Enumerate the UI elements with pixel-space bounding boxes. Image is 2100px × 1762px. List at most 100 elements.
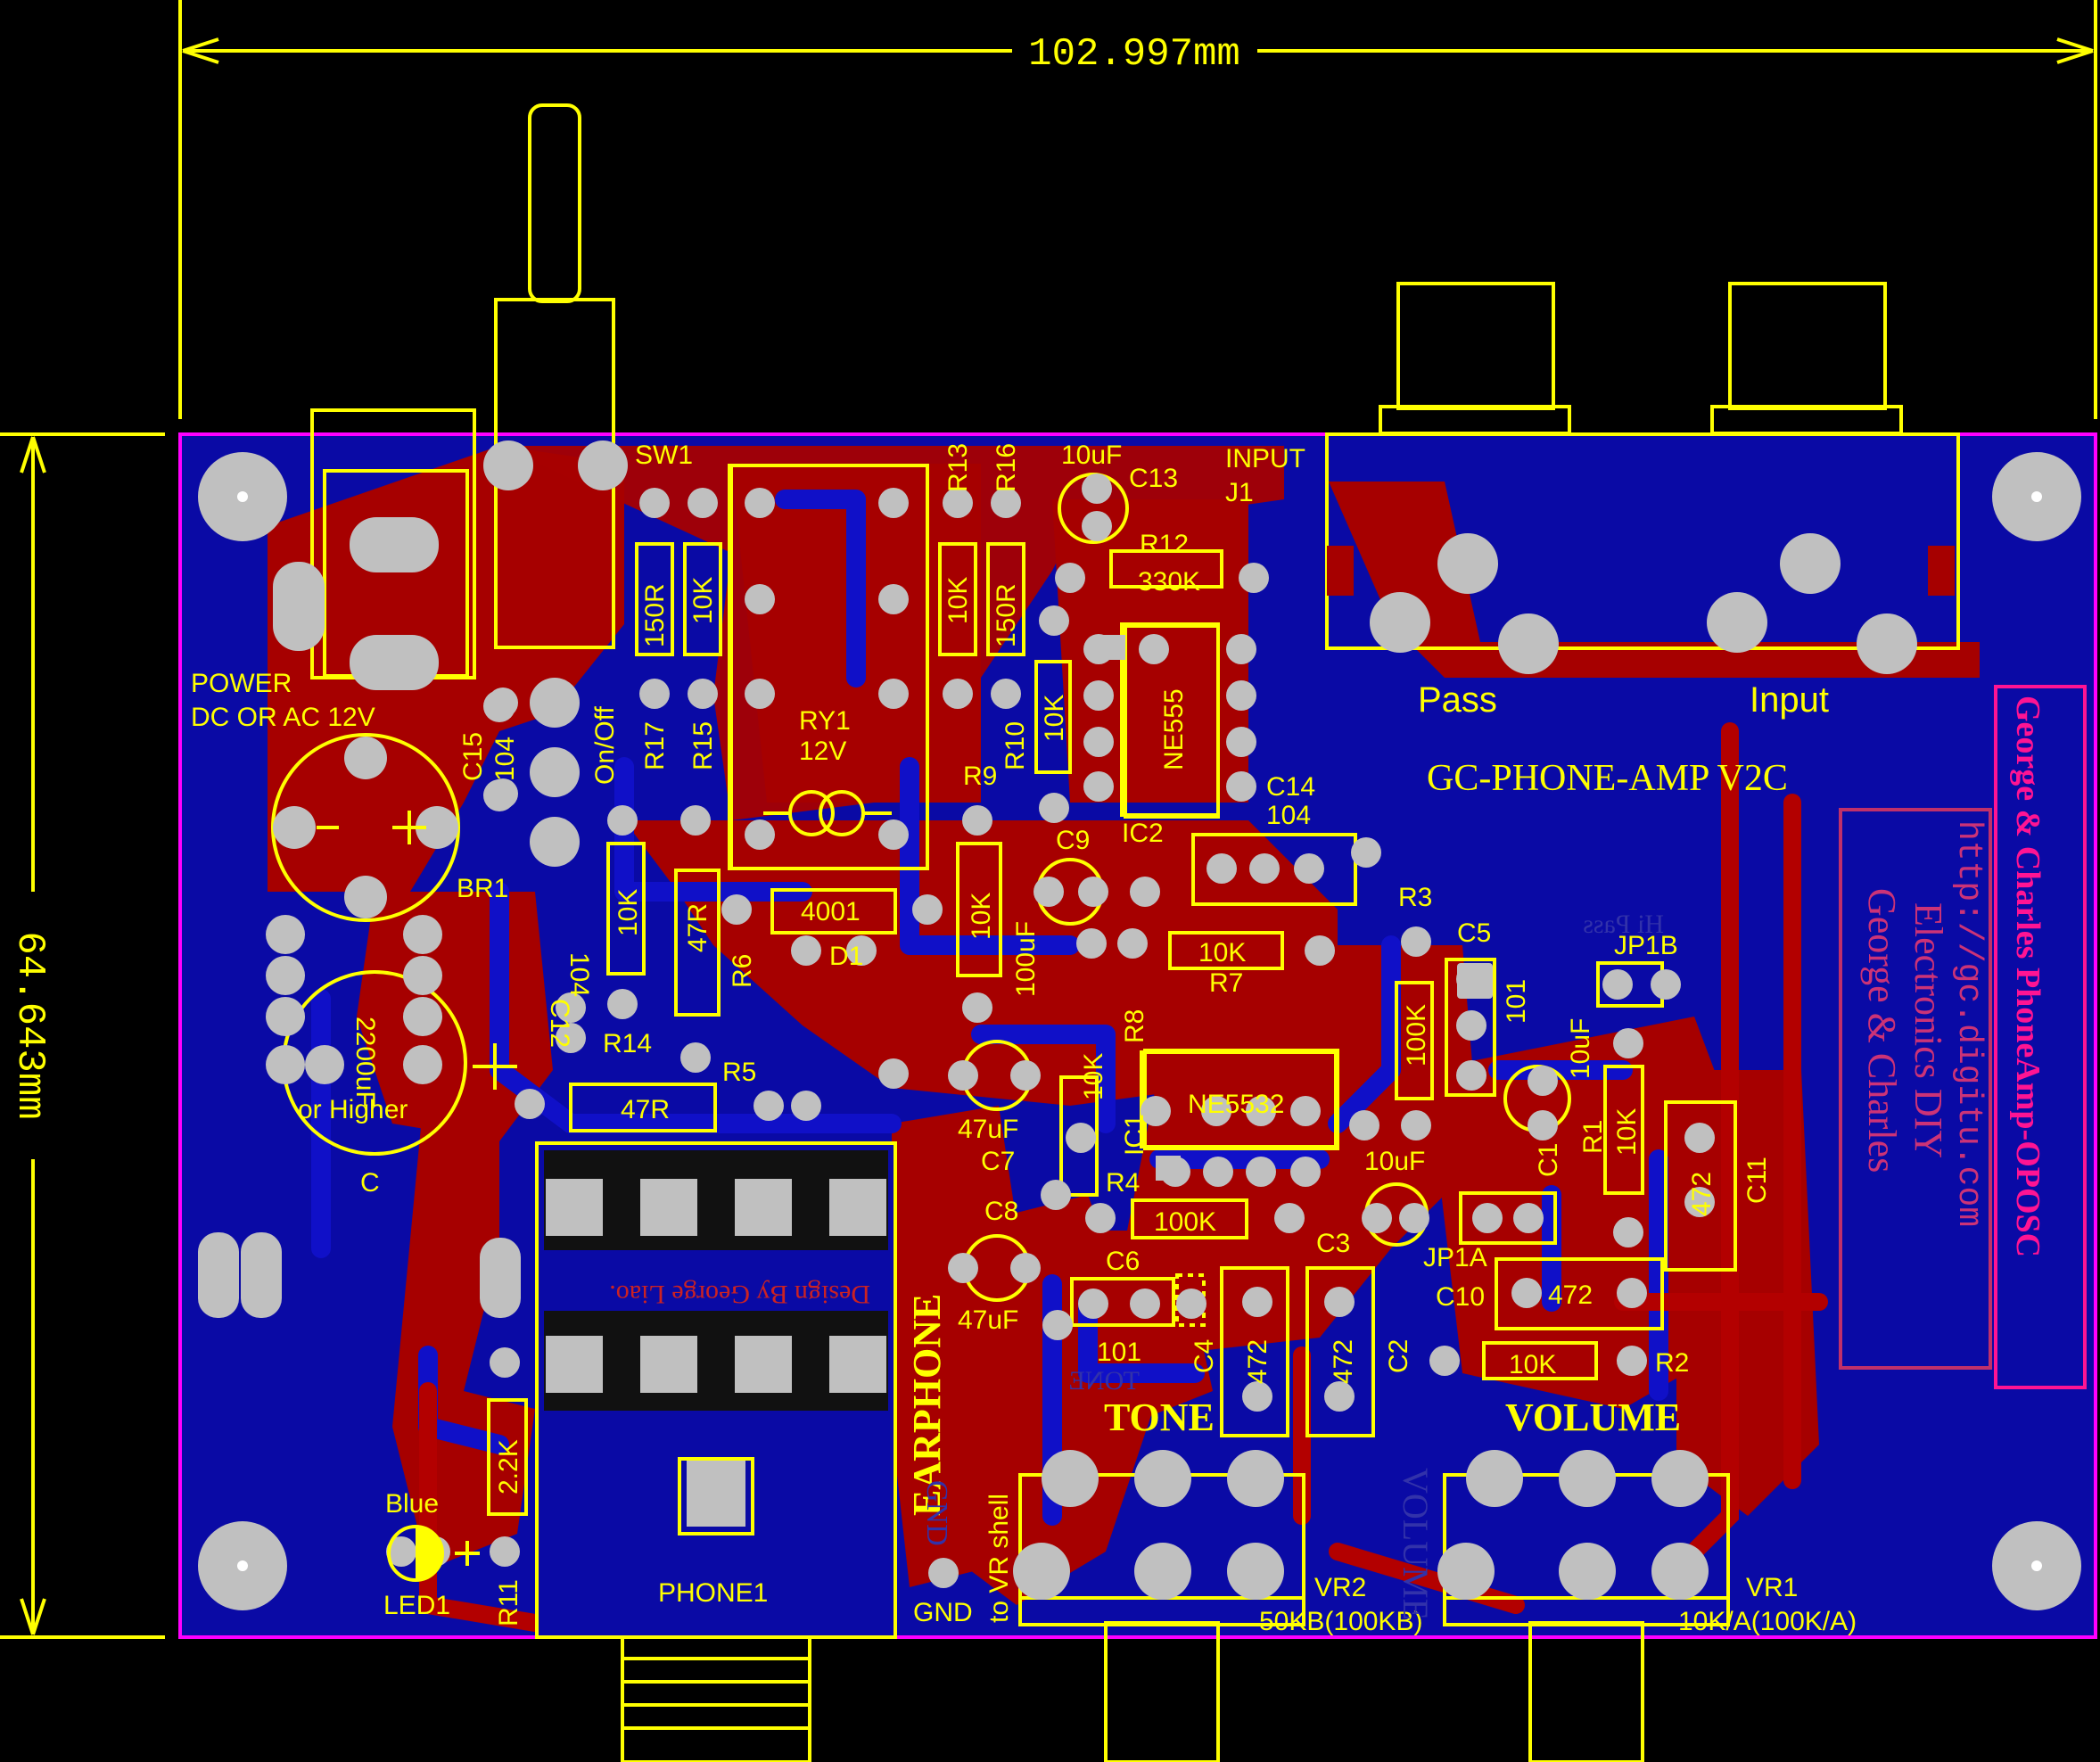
r16-value: 150R bbox=[992, 583, 1021, 647]
r6-label: R6 bbox=[728, 954, 757, 988]
c10-value: 472 bbox=[1548, 1280, 1593, 1310]
c14-label: C14 bbox=[1266, 772, 1315, 802]
ry1-value: 12V bbox=[799, 737, 846, 766]
main-capacitor-plus bbox=[473, 1043, 517, 1090]
power-label-2: DC OR AC 12V bbox=[191, 703, 375, 732]
c15-value: 104 bbox=[490, 737, 520, 781]
volume-label: VOLUME bbox=[1505, 1396, 1681, 1439]
vr1-value: 10K/A(100K/A) bbox=[1678, 1607, 1857, 1636]
dimension-lines bbox=[0, 0, 2097, 1639]
r15-label: R15 bbox=[688, 721, 718, 770]
c8-label: C8 bbox=[984, 1197, 1018, 1226]
switch-pads bbox=[483, 440, 628, 867]
bridge-pads bbox=[273, 737, 458, 918]
phone1-pads bbox=[546, 1179, 886, 1527]
c15-label: C15 bbox=[458, 732, 488, 781]
r12-label: R12 bbox=[1140, 530, 1189, 559]
r16-label: R16 bbox=[992, 443, 1021, 492]
main-cap-value-1: 2200uF bbox=[350, 1017, 380, 1107]
c5-label: C5 bbox=[1457, 918, 1491, 948]
main-cap-value-2: or Higher bbox=[298, 1095, 408, 1124]
input-jack-outline bbox=[1325, 282, 1960, 650]
r1-value: 10K bbox=[1612, 1108, 1642, 1156]
jp1a-label: JP1A bbox=[1423, 1243, 1487, 1272]
c4-label: C4 bbox=[1190, 1339, 1219, 1373]
phone1-center-pad-outline bbox=[678, 1457, 754, 1536]
jack-pad-left bbox=[1327, 546, 1354, 596]
c11-value: 472 bbox=[1687, 1172, 1717, 1216]
board-title: GC-PHONE-AMP V2C bbox=[1427, 758, 1788, 799]
r17-label: R17 bbox=[640, 721, 670, 770]
board-outline bbox=[178, 432, 2097, 1639]
r6-value: 47R bbox=[683, 903, 712, 952]
led1-flat-side bbox=[416, 1527, 442, 1580]
ic1-label: IC1 bbox=[1120, 1114, 1149, 1156]
r3-label: R3 bbox=[1398, 883, 1432, 912]
oval-pads bbox=[198, 635, 1493, 1318]
vr1-label: VR1 bbox=[1746, 1573, 1798, 1602]
main-cap-label: C bbox=[360, 1168, 380, 1198]
width-dimension: 102.997mm bbox=[1028, 32, 1240, 77]
r2-value: 10K bbox=[1509, 1350, 1556, 1379]
designer-label: Design By George Liao. bbox=[609, 1280, 870, 1309]
volume-mirror-label: VOLUME bbox=[1396, 1468, 1436, 1620]
jp1b-label: JP1B bbox=[1614, 931, 1678, 960]
c1-label: C1 bbox=[1534, 1143, 1563, 1177]
phone1-label: PHONE1 bbox=[658, 1578, 768, 1608]
r5-value: 47R bbox=[621, 1095, 670, 1124]
power-jack-pads bbox=[273, 517, 439, 690]
tone-label: TONE bbox=[1104, 1396, 1215, 1439]
hipass-mirror-label: Hi Pass bbox=[1583, 910, 1664, 939]
c7-label: C7 bbox=[981, 1147, 1015, 1176]
c14-value: 104 bbox=[1266, 801, 1311, 830]
c11-label: C11 bbox=[1742, 1157, 1772, 1204]
c5-value: 101 bbox=[1502, 979, 1531, 1024]
brand-line-3: http://gc.digitu.com bbox=[1949, 820, 1988, 1227]
r8-label: R8 bbox=[1120, 1009, 1149, 1043]
height-dimension: 64.643mm bbox=[7, 931, 52, 1119]
r13-value: 10K bbox=[943, 577, 973, 624]
r11-value: 2.2K bbox=[494, 1439, 523, 1494]
pass-label: Pass bbox=[1418, 680, 1497, 720]
jack-pad-right bbox=[1928, 546, 1955, 596]
c13-value: 10uF bbox=[1061, 440, 1122, 470]
r7-value: 10K bbox=[1198, 938, 1246, 967]
led1-color: Blue bbox=[385, 1489, 439, 1519]
d1-value: 4001 bbox=[801, 897, 861, 926]
to-vr-shell-label: to VR shell bbox=[984, 1494, 1014, 1623]
relay-outline bbox=[729, 464, 929, 870]
ic2-value: NE555 bbox=[1159, 688, 1189, 770]
bridge-symbols bbox=[317, 811, 426, 844]
r14-value: 10K bbox=[614, 889, 643, 936]
silk-label-box bbox=[1994, 685, 2087, 1389]
brand-line-2: Electronics DIY bbox=[1906, 902, 1950, 1158]
gnd-mirror-label: GND bbox=[920, 1480, 953, 1546]
c12-value: 104 bbox=[564, 952, 594, 997]
c7-value: 47uF bbox=[958, 1115, 1018, 1144]
ic1-outline bbox=[1140, 1050, 1338, 1149]
r17-value: 150R bbox=[640, 583, 670, 647]
sw1-label: SW1 bbox=[635, 440, 693, 470]
r4-label: R4 bbox=[1106, 1168, 1140, 1198]
ic2-label: IC2 bbox=[1122, 819, 1164, 848]
r15-value: 10K bbox=[688, 577, 718, 624]
r9-value: 10K bbox=[967, 893, 996, 940]
input-jack-label: Input bbox=[1750, 680, 1829, 720]
r7-label: R7 bbox=[1209, 968, 1243, 998]
ic2-outline bbox=[1124, 624, 1220, 819]
r8-value: 10K bbox=[1079, 1053, 1108, 1100]
c6-label: C6 bbox=[1106, 1247, 1140, 1276]
r5-label: R5 bbox=[722, 1058, 756, 1087]
led1-label: LED1 bbox=[383, 1591, 450, 1620]
mounting-holes bbox=[198, 452, 2081, 1610]
c1-value: 10uF bbox=[1566, 1018, 1595, 1079]
r3-value: 100K bbox=[1402, 1004, 1431, 1066]
c10-label: C10 bbox=[1436, 1282, 1485, 1312]
bottom-silk-label: George & Charles PhoneAmp-OPOSC bbox=[2009, 696, 2046, 1257]
input-label-2: J1 bbox=[1225, 478, 1254, 507]
r13-label: R13 bbox=[943, 443, 973, 492]
c4-value: 472 bbox=[1243, 1339, 1272, 1384]
led1-plus bbox=[455, 1541, 480, 1566]
r12-value: 330K bbox=[1138, 567, 1200, 597]
d1-label: D1 bbox=[829, 942, 863, 971]
